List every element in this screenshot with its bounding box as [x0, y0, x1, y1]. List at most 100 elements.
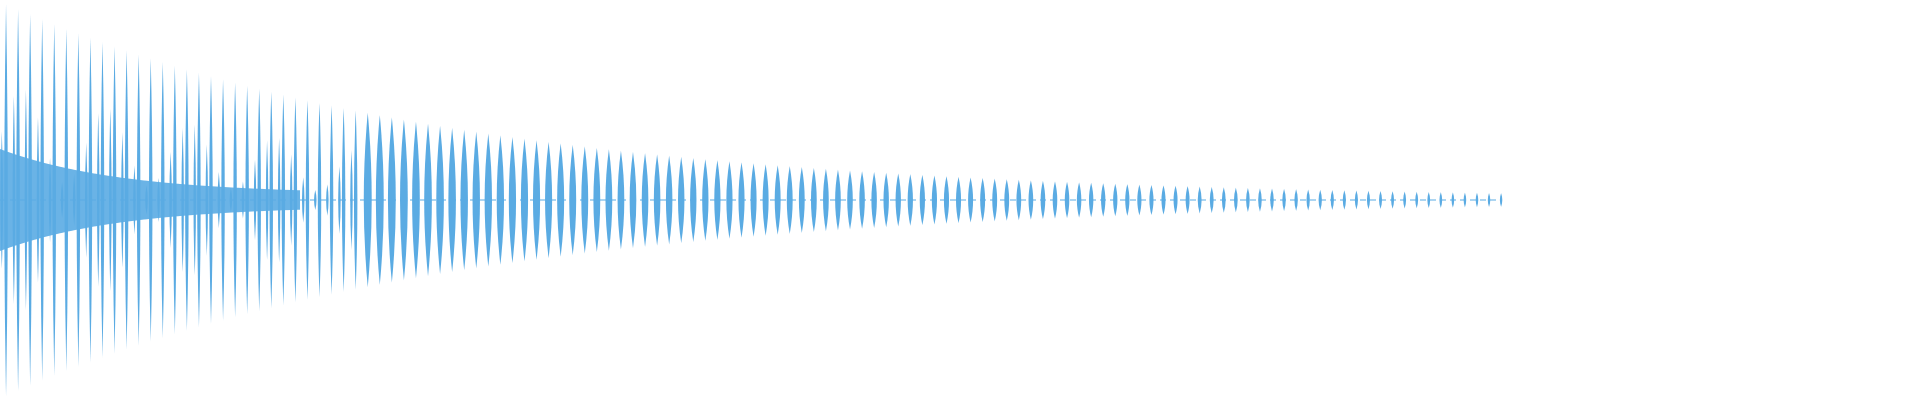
waveform-cycle	[52, 24, 56, 376]
waveform-cycle	[810, 167, 817, 233]
waveform-cycle	[992, 178, 998, 222]
waveform-cycle	[24, 89, 28, 311]
waveform-cycle	[823, 168, 829, 232]
waveform-cycle	[943, 176, 950, 224]
waveform-cycle	[1294, 189, 1298, 211]
waveform-cycle	[64, 28, 69, 372]
waveform-cycle	[1197, 186, 1202, 214]
waveform-cycle	[581, 146, 589, 254]
waveform-cycle	[400, 119, 408, 281]
waveform-cycle	[88, 37, 93, 363]
waveform-cycle	[569, 144, 577, 256]
waveform-cycle	[1149, 184, 1154, 216]
waveform-cycle	[1221, 187, 1226, 213]
waveform-cycle	[1475, 192, 1479, 208]
waveform-cycle	[629, 151, 637, 249]
waveform-cycle	[40, 19, 44, 381]
waveform-cycle	[762, 164, 769, 236]
waveform-cycle	[233, 82, 237, 318]
waveform-cycle	[714, 160, 721, 240]
waveform-cycle	[460, 129, 468, 271]
waveform-cycle	[1415, 191, 1419, 209]
waveform-cycle	[281, 94, 286, 306]
waveform-cycle	[496, 135, 505, 265]
waveform-cycle	[484, 133, 492, 267]
waveform-cycle	[48, 157, 52, 243]
waveform-cycle	[738, 162, 745, 238]
waveform-cycle	[326, 184, 329, 216]
waveform-cycle	[1076, 182, 1082, 218]
waveform-cycle	[12, 95, 16, 305]
waveform-cycle	[1233, 187, 1238, 213]
waveform-cycle	[871, 171, 877, 229]
waveform-cycle	[341, 107, 346, 293]
waveform-cycle	[436, 125, 444, 275]
waveform-cycle	[245, 85, 249, 315]
waveform-cycle	[136, 54, 141, 346]
waveform-cycle	[1137, 184, 1142, 216]
waveform-cycle	[277, 137, 281, 263]
waveform-cycle	[363, 112, 372, 288]
waveform-cycle	[653, 154, 661, 246]
waveform-cycle	[678, 156, 685, 244]
waveform-cycle	[883, 172, 889, 228]
waveform-cycle	[241, 181, 245, 219]
waveform-cycle	[257, 88, 261, 312]
waveform-cycle	[124, 50, 129, 350]
waveform-cycle	[269, 91, 274, 309]
waveform-cycle	[835, 169, 841, 231]
waveform-cycle	[1064, 181, 1070, 219]
waveform-cycle	[16, 9, 20, 391]
waveform-cycle	[1246, 187, 1250, 213]
waveform-cycle	[1439, 192, 1443, 208]
waveform-cycle	[726, 161, 733, 239]
waveform-cycle	[1379, 191, 1383, 209]
waveform-cycle	[847, 170, 853, 230]
waveform-cycle	[217, 172, 221, 228]
waveform-cycle	[1403, 191, 1407, 209]
waveform-cycle	[289, 154, 293, 246]
waveform-cycle	[338, 166, 341, 234]
waveform-cycle	[557, 143, 565, 257]
waveform-cycle	[1258, 188, 1262, 212]
waveform-cycle	[1125, 184, 1130, 216]
waveform-cycle	[229, 187, 233, 213]
waveform-cycle	[36, 117, 40, 283]
waveform-cycle	[641, 153, 649, 247]
waveform-cycle	[702, 159, 709, 241]
waveform-cycle	[375, 115, 384, 285]
waveform-cycle	[968, 177, 974, 223]
waveform-cycle	[253, 159, 257, 241]
waveform-cycle	[121, 132, 124, 268]
waveform-cycle	[859, 171, 865, 229]
waveform-cycle	[545, 141, 553, 259]
waveform-cycle	[1270, 188, 1274, 212]
waveform-cycle	[1028, 180, 1034, 220]
waveform-cycle	[28, 14, 32, 386]
waveform-cycle	[329, 105, 334, 295]
waveform-cycle	[293, 97, 298, 303]
waveform-cycle	[1487, 192, 1491, 208]
waveform-cycle	[148, 58, 153, 342]
waveform-cycle	[221, 79, 225, 321]
waveform-cycle	[60, 181, 64, 219]
waveform-cycle	[387, 117, 396, 283]
waveform-cycle	[1318, 189, 1322, 211]
waveform-cycle	[84, 142, 88, 258]
waveform-cycle	[1185, 186, 1190, 214]
waveform-cycle	[617, 150, 625, 250]
waveform-cycle	[157, 177, 160, 223]
waveform-cycle	[1499, 193, 1503, 207]
waveform-cycle	[1209, 186, 1214, 214]
waveform-cycle	[100, 42, 105, 358]
waveform-cycle	[1306, 189, 1310, 211]
waveform-cycle	[72, 173, 76, 227]
waveform-cycle	[301, 177, 305, 223]
waveform-cycle	[895, 173, 901, 227]
waveform-cycle	[1354, 190, 1358, 210]
waveform-cycle	[305, 100, 310, 300]
waveform-cycle	[1052, 181, 1058, 219]
waveform-cycle	[593, 147, 601, 253]
